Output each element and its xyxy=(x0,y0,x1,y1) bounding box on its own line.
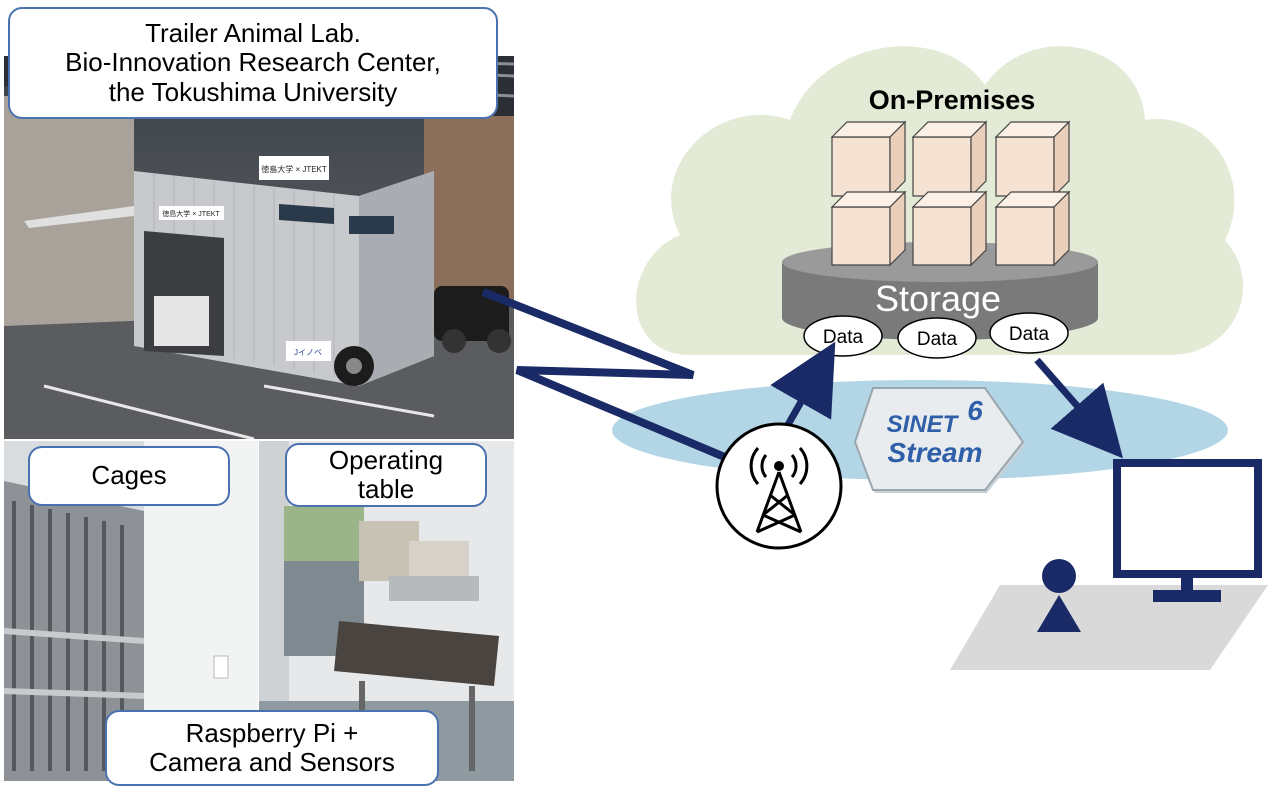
data-bubble-label: Data xyxy=(823,327,864,348)
data-bubble: Data xyxy=(897,317,977,359)
storage-label: Storage xyxy=(875,278,1001,319)
operating-table-label-line-2: table xyxy=(357,474,415,504)
trailer-photo: 徳島大学 × JTEKT 徳島大学 × JTEKT Jイノベ xyxy=(4,56,514,439)
trailer-sign-side: Jイノベ xyxy=(294,348,322,357)
data-bubble-label: Data xyxy=(917,329,958,350)
sinet-logo-text: SINET xyxy=(887,411,960,438)
stream-logo-text: Stream xyxy=(888,437,983,468)
storage-cube-icon xyxy=(830,190,907,267)
trailer-photo-drawing: 徳島大学 × JTEKT 徳島大学 × JTEKT Jイノベ xyxy=(4,56,514,439)
trailer-sign-door: 徳島大学 × JTEKT xyxy=(162,209,220,218)
cages-label: Cages xyxy=(28,446,230,506)
storage-cube-icon xyxy=(994,120,1071,198)
data-bubble: Data xyxy=(803,315,883,357)
data-bubble-label: Data xyxy=(1009,324,1050,345)
download-arrow xyxy=(1034,357,1124,459)
storage-cube-icon xyxy=(994,190,1071,267)
trailer-label-line-1: Trailer Animal Lab. xyxy=(145,18,361,49)
sinet-logo-digit: 6 xyxy=(967,395,983,426)
storage-cube-icon xyxy=(830,120,907,198)
storage-cubes xyxy=(830,120,1071,267)
cages-label-text: Cages xyxy=(91,460,167,491)
trailer-label: Trailer Animal Lab. Bio-Innovation Resea… xyxy=(8,7,498,119)
on-premises-title: On-Premises xyxy=(869,85,1036,115)
antenna-tower-icon xyxy=(715,422,843,550)
operating-table-label: Operating table xyxy=(285,443,487,507)
trailer-label-line-2: Bio-Innovation Research Center, xyxy=(65,47,441,78)
upload-arrow xyxy=(770,341,836,432)
storage-cube-icon xyxy=(911,190,988,267)
user-icon xyxy=(1037,559,1081,632)
device-label: Raspberry Pi + Camera and Sensors xyxy=(105,710,439,786)
wireless-link-line xyxy=(481,288,729,462)
desk-surface xyxy=(950,585,1268,670)
data-bubble: Data xyxy=(989,312,1069,354)
trailer-sign-top: 徳島大学 × JTEKT xyxy=(261,164,327,174)
operating-table-label-line-1: Operating xyxy=(328,444,444,475)
device-label-line-1: Raspberry Pi + xyxy=(185,717,359,748)
trailer-label-line-3: the Tokushima University xyxy=(108,76,398,107)
monitor-icon xyxy=(1113,459,1262,602)
storage-cube-icon xyxy=(911,120,988,198)
device-label-line-2: Camera and Sensors xyxy=(149,747,395,777)
sinet6-stream-logo: SINET 6 Stream xyxy=(853,387,1025,493)
